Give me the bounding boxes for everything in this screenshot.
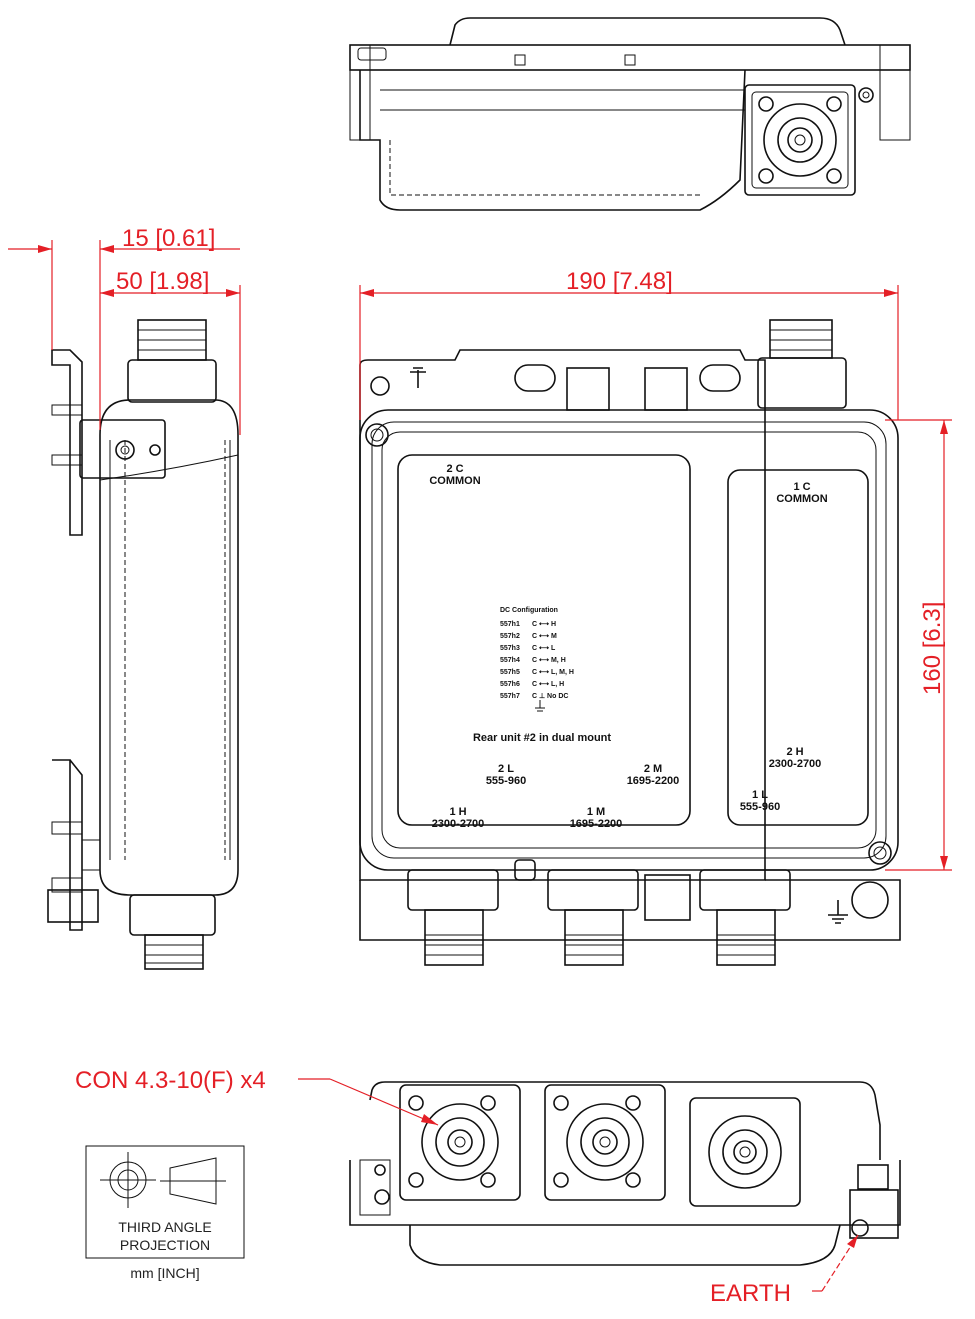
port-2m-range: 1695-2200: [627, 775, 680, 787]
ground-symbol: [535, 700, 545, 712]
dc-row-conn: C ⟷ H: [532, 621, 556, 628]
dc-row-code: 557h7: [500, 693, 520, 700]
rear-unit-note: Rear unit #2 in dual mount: [473, 732, 611, 744]
port-2l-range: 555-960: [486, 775, 526, 787]
projection-symbol: THIRD ANGLE PROJECTION mm [INCH]: [85, 1145, 245, 1281]
front-view: [359, 319, 901, 966]
port-2h-number: 2 H: [786, 746, 803, 758]
port-2c-name: COMMON: [429, 475, 480, 487]
dim-height: 160 [6.3]: [919, 602, 946, 695]
projection-line2: PROJECTION: [120, 1237, 210, 1253]
dimension-lines: [8, 240, 952, 1292]
dc-configuration-table: DC Configuration 557h1 C ⟷ H 557h2 C ⟷ M…: [473, 607, 611, 744]
port-1m-number: 1 M: [587, 806, 605, 818]
port-2c-number: 2 C: [446, 463, 463, 475]
dc-config-title: DC Configuration: [500, 607, 558, 614]
port-2h-range: 2300-2700: [769, 758, 822, 770]
port-1c-name: COMMON: [776, 493, 827, 505]
dc-row-conn: C ⟷ L: [532, 645, 556, 652]
dc-row-code: 557h6: [500, 681, 520, 688]
units-note: mm [INCH]: [130, 1265, 199, 1281]
side-view: [47, 319, 239, 970]
dim-width: 190 [7.48]: [566, 268, 673, 295]
dc-row-code: 557h2: [500, 633, 520, 640]
port-labels: 2 C COMMON 1 C COMMON 2 H 2300-2700 1 L …: [429, 463, 827, 830]
dimension-texts: 15 [0.61] 50 [1.98] 190 [7.48] 160 [6.3]…: [75, 225, 946, 1307]
port-1m-range: 1695-2200: [570, 818, 623, 830]
dc-row-code: 557h3: [500, 645, 520, 652]
dc-row-conn: C ⟷ L, M, H: [532, 669, 574, 676]
dc-row-conn: C ⟷ M: [532, 633, 557, 640]
port-2l-number: 2 L: [498, 763, 514, 775]
port-1l-number: 1 L: [752, 789, 768, 801]
dc-row-conn: C ⟷ L, H: [532, 681, 564, 688]
port-1l-range: 555-960: [740, 801, 780, 813]
dc-row-code: 557h1: [500, 621, 520, 628]
dc-row-conn: C ⊥ No DC: [532, 692, 568, 700]
port-1h-number: 1 H: [449, 806, 466, 818]
dim-flange-offset: 15 [0.61]: [122, 225, 215, 252]
top-view: [349, 17, 911, 211]
bottom-view: [349, 1081, 901, 1266]
port-1h-range: 2300-2700: [432, 818, 485, 830]
dc-row-conn: C ⟷ M, H: [532, 657, 566, 664]
earth-callout: EARTH: [710, 1280, 791, 1307]
port-1c-number: 1 C: [793, 481, 810, 493]
dim-depth: 50 [1.98]: [116, 268, 209, 295]
port-2m-number: 2 M: [644, 763, 662, 775]
dc-row-code: 557h5: [500, 669, 520, 676]
dc-row-code: 557h4: [500, 657, 520, 664]
connector-callout: CON 4.3-10(F) x4: [75, 1067, 266, 1094]
projection-line1: THIRD ANGLE: [118, 1219, 211, 1235]
